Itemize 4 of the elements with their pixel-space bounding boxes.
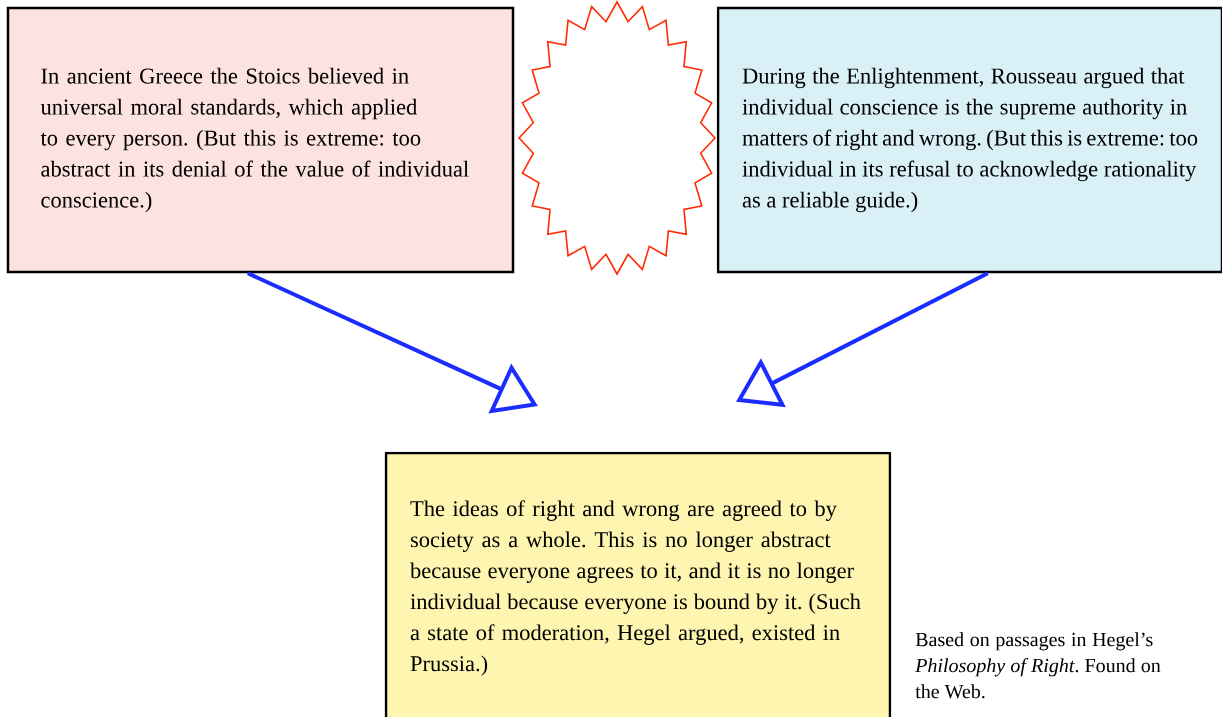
text-box: During the Enlightenment, Rousseau argued that individual conscience is the supreme authority in matters of right and wrong. (But this is extreme: too individual in its refusal to acknowledge rationality as a reliable guide.) [716, 6, 1222, 274]
note-text: Based on passages in Hegel’s Philosophy of Right. Found on the Web. [915, 632, 1161, 699]
text-box: The ideas of right and wrong are agreed to by society as a whole. This is no longer abstract because everyone agrees to it, and it is no longer individual because everyone is bound by it. (Such a state of moderation, Hegel argued, existed in Prussia.) [384, 451, 892, 717]
text-box: In ancient Greece the Stoics believed in universal moral standards, which applied to every person. (But this is extreme: too abstract in its denial of the value of individual conscience.) [6, 6, 515, 274]
